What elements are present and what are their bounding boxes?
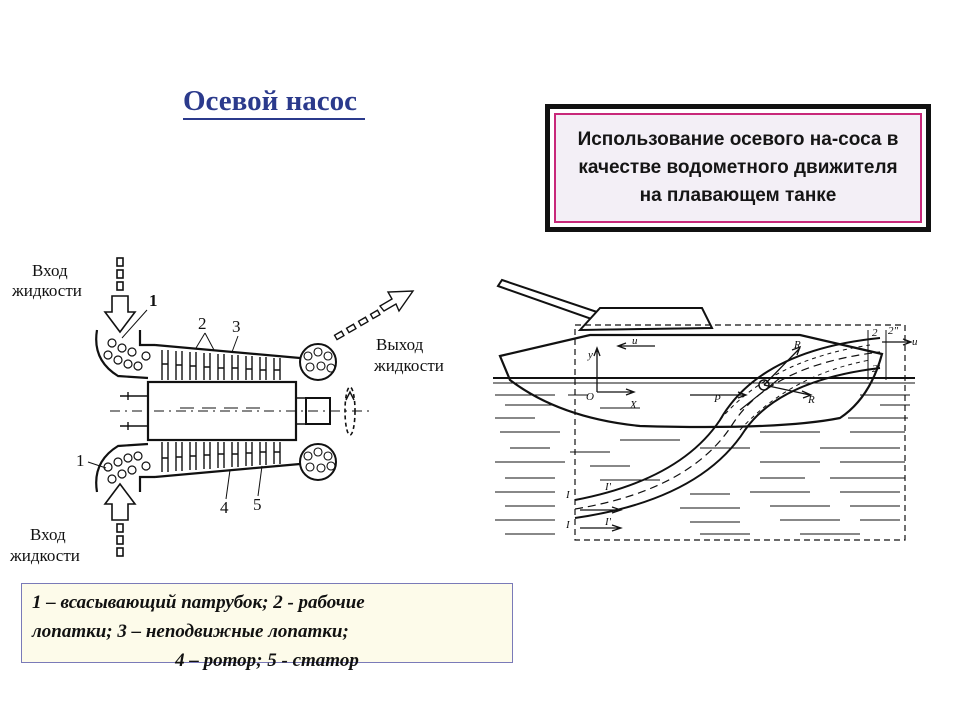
legend-line-1: 1 – всасывающий патрубок; 2 - рабочие xyxy=(32,592,365,613)
tank-label-i-prime-1: I' xyxy=(604,481,612,493)
tank-label-y: y xyxy=(587,349,593,361)
inlet-top-arrow xyxy=(103,257,137,334)
tank-label-x: X xyxy=(629,399,638,411)
legend-line-2: лопатки; 3 – неподвижные лопатки; xyxy=(32,621,349,642)
pump-labels: Вход жидкости Вход жидкости Выход жидкос… xyxy=(9,261,444,565)
tank-label-rx: R xyxy=(807,394,815,406)
axial-pump-diagram xyxy=(95,257,415,557)
tank-label-2: 2 xyxy=(872,327,878,339)
tank-label-u-jet: u xyxy=(912,336,918,348)
tank-label-i-1: I xyxy=(565,489,571,501)
inlet-top-label-1: Вход xyxy=(32,261,68,280)
pump-number-5: 5 xyxy=(253,495,262,514)
legend-box: 1 – всасывающий патрубок; 2 - рабочие ло… xyxy=(21,583,513,671)
tank-label-u-tank: u xyxy=(632,335,638,347)
tank-label-r: R xyxy=(793,339,801,351)
tank-label-i-2: I xyxy=(565,519,571,531)
tank-label-o: O xyxy=(586,391,594,403)
tank-label-p: P xyxy=(713,393,721,405)
tank-label-i-prime-2: I' xyxy=(604,516,612,528)
legend-line-3: 4 – ротор; 5 - статор xyxy=(175,650,359,671)
page-title: Осевой насос xyxy=(183,85,366,120)
outlet-label-2: жидкости xyxy=(373,356,444,375)
outlet-label-1: Выход xyxy=(376,335,424,354)
outlet-arrow xyxy=(333,290,415,341)
tank-label-2-prime: 2' xyxy=(872,363,881,375)
tank-diagram xyxy=(493,278,915,541)
info-box: Использование осевого на-соса в качестве… xyxy=(545,104,931,232)
info-box-text: Использование осевого на-соса в качестве… xyxy=(554,113,922,223)
inlet-top-label-2: жидкости xyxy=(11,281,82,300)
tank-labels: y O X u P R R u I I I' I' 2 2' 2" xyxy=(565,325,918,531)
inlet-bottom-label-2: жидкости xyxy=(9,546,80,565)
pump-number-1-bottom: 1 xyxy=(76,451,85,470)
inlet-bottom-label-1: Вход xyxy=(30,525,66,544)
pump-number-1-top: 1 xyxy=(149,291,158,310)
inlet-bottom-arrow xyxy=(103,482,137,557)
pump-number-4: 4 xyxy=(220,498,229,517)
pump-number-2: 2 xyxy=(198,314,207,333)
pump-number-3: 3 xyxy=(232,317,241,336)
tank-label-2-dprime: 2" xyxy=(888,325,899,337)
